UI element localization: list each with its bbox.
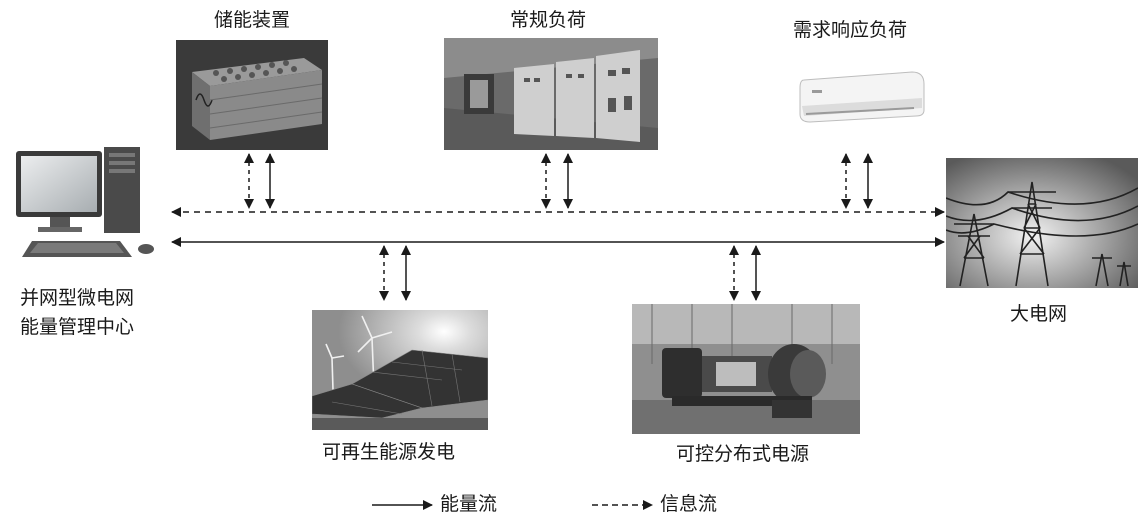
computer-image [10,145,160,265]
renewable-label: 可再生能源发电 [322,440,455,465]
legend-info-flow-label: 信息流 [660,492,717,517]
distributed-power-label: 可控分布式电源 [676,442,809,467]
mgmt-center-label-line2: 能量管理中心 [20,315,134,340]
storage-label: 储能装置 [214,8,290,33]
turbine-generator-image [632,304,860,434]
grid-label: 大电网 [1010,302,1067,327]
air-conditioner-image [794,68,930,128]
battery-image [176,40,328,150]
solar-wind-image [312,310,488,430]
demand-response-load-label: 需求响应负荷 [793,18,907,43]
legend-energy-flow-label: 能量流 [440,492,497,517]
switchgear-image [444,38,658,150]
power-grid-image [946,158,1138,288]
regular-load-label: 常规负荷 [510,8,586,33]
mgmt-center-label-line1: 并网型微电网 [20,286,134,311]
